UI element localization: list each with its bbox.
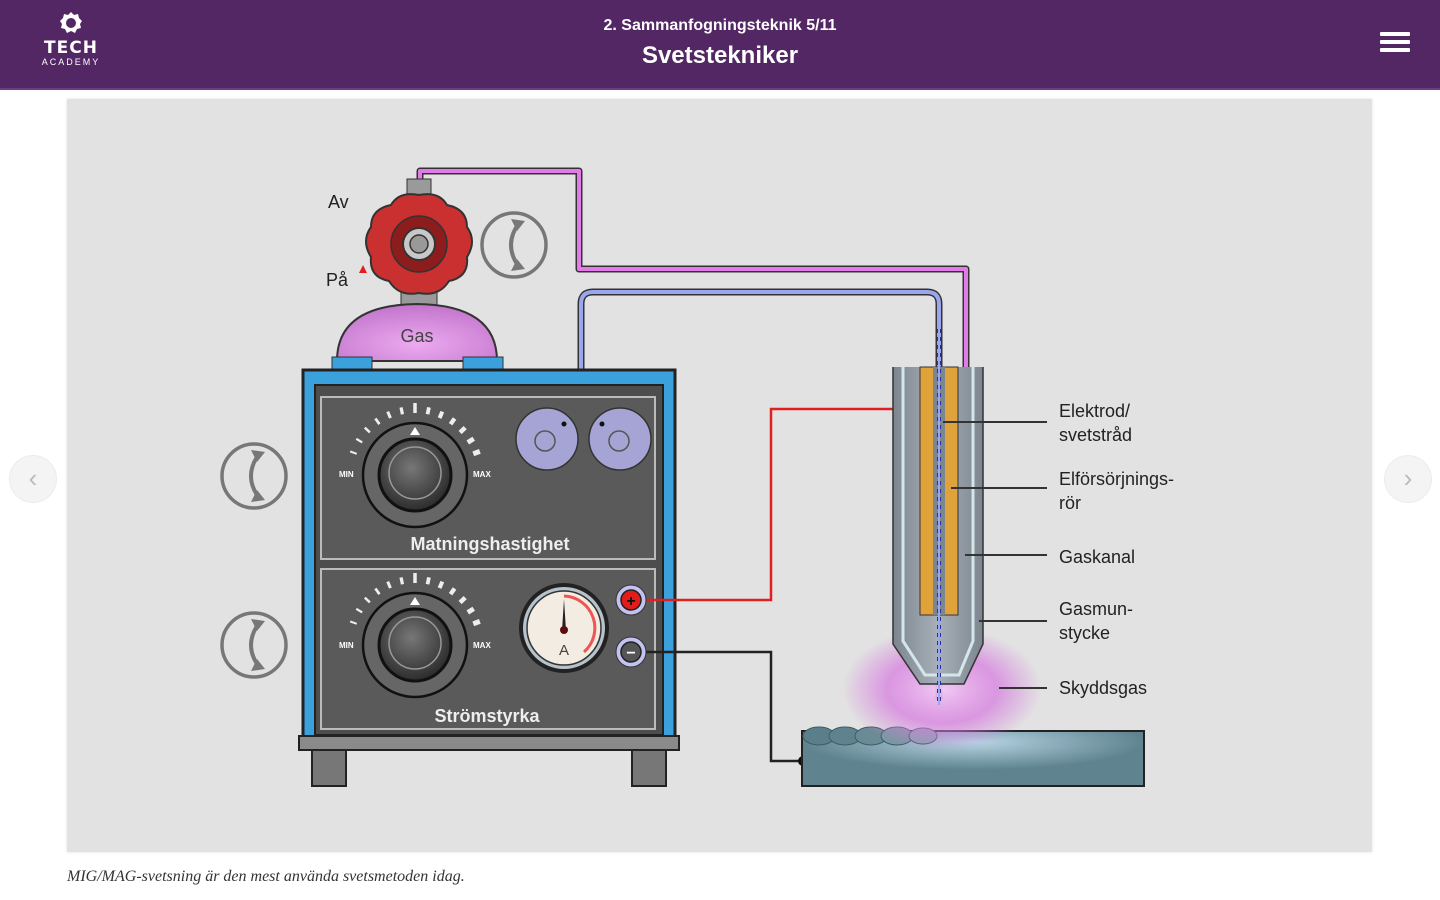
rotate-circle: [220, 611, 288, 679]
valve-on-label: På: [326, 270, 349, 290]
dial-knob[interactable]: [377, 607, 453, 683]
current-max-label: MAX: [473, 641, 491, 650]
feed-speed-min-label: MIN: [339, 470, 354, 479]
hamburger-line: [1380, 40, 1410, 44]
dial-tick: [448, 417, 457, 426]
page-title: Svetstekniker: [641, 42, 799, 69]
ammeter: A: [519, 583, 609, 673]
bottle-foot-left: [331, 356, 373, 370]
logo[interactable]: TECH ACADEMY: [24, 10, 118, 74]
dial-highlight: [388, 446, 442, 500]
dial-tick: [386, 411, 392, 419]
dial-tick: [458, 596, 467, 605]
dial-tick: [349, 450, 358, 455]
header-bar: TECH ACADEMY 2. Sammanfogningsteknik 5/1…: [0, 0, 1440, 90]
hamburger-line: [1380, 48, 1410, 52]
hamburger-menu-icon: [1380, 32, 1410, 36]
part-label-shielding-gas: Skyddsgas: [1059, 678, 1147, 698]
cabinet-base: [298, 735, 680, 751]
figure-caption: MIG/MAG-svetsning är den mest använda sv…: [67, 868, 465, 885]
dial-tick: [399, 577, 405, 585]
dial-tick: [386, 581, 392, 589]
gas-hose-fill: [418, 169, 968, 379]
previous-button[interactable]: ‹: [9, 455, 57, 503]
rotate-arrowhead: [251, 450, 265, 462]
part-label-gas-channel: Gaskanal: [1059, 547, 1135, 567]
gas-bottle: [335, 302, 499, 362]
part-label-electrode: Elektrod/: [1059, 401, 1130, 421]
dial-highlight: [388, 616, 442, 670]
positive-sign: +: [626, 593, 635, 610]
gear-icon: [60, 12, 82, 33]
dial-tick: [363, 596, 371, 604]
chevron-left-icon: ‹: [28, 463, 38, 493]
dial-tick: [437, 410, 445, 419]
positive-terminal[interactable]: +: [615, 584, 647, 616]
dial-tick: [355, 607, 363, 614]
rotate-arrows-icon[interactable]: [220, 442, 288, 510]
part-label-electrode-line2: svetstråd: [1059, 425, 1132, 445]
negative-terminal[interactable]: −: [615, 636, 647, 668]
dial-tick: [374, 417, 381, 426]
rotate-arrowhead: [251, 659, 265, 671]
logo-sub: ACADEMY: [41, 57, 101, 67]
valve-indicator-arrow: [359, 265, 367, 273]
positive-cable: [631, 407, 917, 602]
part-label-power-tube: Elförsörjnings-: [1059, 469, 1174, 489]
part-label-gas-nozzle-line2: stycke: [1059, 623, 1110, 643]
feed-speed-dial[interactable]: [349, 403, 481, 529]
dial-tick: [466, 606, 475, 615]
current-label: Strömstyrka: [434, 706, 540, 726]
cabinet-leg-left: [311, 749, 347, 787]
dial-tick: [425, 577, 431, 585]
dial-tick: [374, 587, 381, 596]
dial-knob[interactable]: [377, 437, 453, 513]
dial-tick: [349, 620, 358, 625]
dial-pointer: [410, 427, 420, 435]
part-label-gas-nozzle: Gasmun-: [1059, 599, 1133, 619]
gas-bottle-label: Gas: [400, 326, 433, 346]
chevron-right-icon: ›: [1403, 463, 1413, 493]
current-dial[interactable]: [349, 573, 481, 699]
rotate-circle: [220, 442, 288, 510]
next-button[interactable]: ›: [1384, 455, 1432, 503]
bottle-foot-right: [462, 356, 504, 370]
current-min-label: MIN: [339, 641, 354, 650]
dial-tick: [458, 426, 467, 435]
dial-tick: [399, 407, 405, 415]
welding-diagram: Av På Gas MIN MAX Matningshastighet: [67, 99, 1372, 852]
dial-tick: [472, 449, 481, 457]
valve-nut-inner: [409, 234, 429, 254]
dial-pointer: [410, 597, 420, 605]
dial-tick: [355, 437, 363, 444]
rotate-arrows-icon[interactable]: [480, 211, 548, 279]
negative-sign: −: [626, 645, 635, 662]
feed-speed-max-label: MAX: [473, 470, 491, 479]
dial-tick: [425, 407, 431, 415]
dial-tick: [363, 426, 371, 434]
part-label-power-tube-line2: rör: [1059, 493, 1081, 513]
rotate-arrowhead: [251, 619, 265, 631]
dial-tick: [472, 619, 481, 627]
valve-off-label: Av: [328, 192, 349, 212]
menu-button[interactable]: [1380, 32, 1410, 56]
feed-speed-label: Matningshastighet: [410, 534, 569, 554]
rotate-arrowhead: [251, 490, 265, 502]
rotate-arrows-icon[interactable]: [220, 611, 288, 679]
dial-tick: [466, 436, 475, 445]
cabinet-leg-right: [631, 749, 667, 787]
logo-name: TECH: [44, 38, 98, 58]
ammeter-unit: A: [559, 642, 569, 659]
wire-feed-rollers: [515, 407, 652, 471]
shielding-gas-cloud: [842, 627, 1042, 751]
chapter-label: 2. Sammanfogningsteknik 5/11: [603, 17, 837, 34]
wire-hose-fill: [579, 290, 941, 699]
negative-cable: [631, 650, 803, 763]
dial-tick: [448, 587, 457, 596]
dial-tick: [437, 580, 445, 589]
